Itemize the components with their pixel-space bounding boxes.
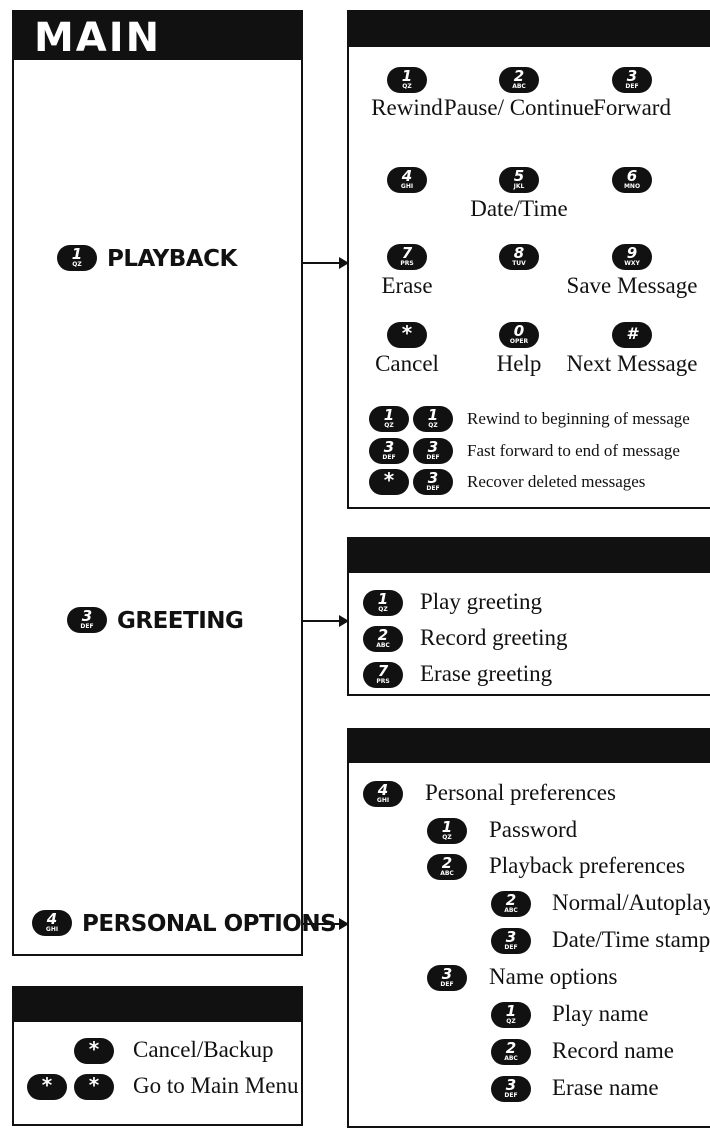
personal-options-header — [349, 730, 710, 763]
arrow-to-playback — [303, 257, 349, 269]
password-label: Password — [489, 817, 578, 842]
play-greeting-label: Play greeting — [420, 589, 542, 614]
normal-autoplay-label: Normal/Autoplay — [552, 890, 710, 915]
menu-item-greeting[interactable]: GREETING — [117, 608, 244, 634]
date-time-stamp-label: Date/Time stamp — [552, 927, 710, 952]
play-name-label: Play name — [552, 1001, 649, 1026]
record-name-label: Record name — [552, 1038, 674, 1063]
global-commands-panel: * Cancel/Backup * * Go to Main Menu — [12, 986, 303, 1126]
star-key-icon[interactable]: * — [74, 1038, 114, 1064]
main-menu-header: MAIN MENU — [14, 12, 301, 98]
erase-label: Erase — [381, 273, 433, 298]
combo-rewind-beginning-label: Rewind to beginning of message — [467, 409, 690, 428]
next-message-label: Next Message — [566, 351, 698, 376]
menu-item-playback[interactable]: PLAYBACK — [107, 246, 237, 272]
global-commands-header — [14, 988, 301, 1022]
help-label: Help — [496, 351, 542, 376]
playback-preferences-label: Playback preferences — [489, 853, 686, 878]
forward-label: Forward — [593, 95, 671, 120]
menu-item-personal-options[interactable]: PERSONAL OPTIONS — [82, 911, 337, 937]
hash-key-icon[interactable]: # — [612, 322, 652, 348]
arrow-to-greeting — [303, 615, 349, 627]
combo-fast-forward-end-label: Fast forward to end of message — [467, 441, 680, 460]
arrow-to-personal-options — [303, 918, 349, 930]
star-key-icon[interactable]: * — [387, 322, 427, 348]
main-menu-title: MAIN MENU — [34, 15, 176, 101]
erase-name-label: Erase name — [552, 1075, 659, 1100]
erase-greeting-label: Erase greeting — [420, 661, 553, 686]
rewind-label: Rewind — [371, 95, 443, 120]
cancel-backup-label: Cancel/Backup — [133, 1037, 274, 1062]
cancel-label: Cancel — [375, 351, 439, 376]
date-time-label: Date/Time — [470, 196, 568, 221]
star-key-icon[interactable]: * — [74, 1074, 114, 1100]
greeting-header — [349, 539, 710, 573]
personal-preferences-label: Personal preferences — [425, 780, 616, 805]
record-greeting-label: Record greeting — [420, 625, 568, 650]
save-message-label: Save Message — [566, 273, 698, 298]
name-options-label: Name options — [489, 964, 618, 989]
go-to-main-menu-label: Go to Main Menu — [133, 1073, 299, 1098]
pause-continue-label: Pause/ Continue — [443, 95, 595, 120]
star-key-icon[interactable]: * — [369, 469, 409, 495]
combo-recover-deleted-label: Recover deleted messages — [467, 472, 646, 491]
playback-header — [349, 12, 710, 47]
star-key-icon[interactable]: * — [27, 1074, 67, 1100]
